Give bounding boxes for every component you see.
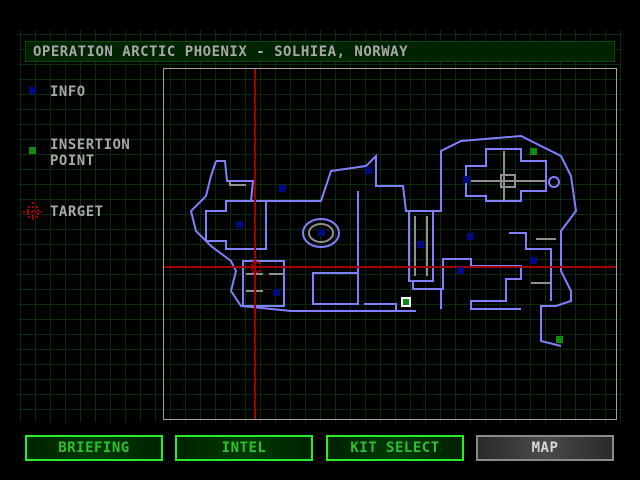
grid-background <box>18 30 622 422</box>
info-markers <box>236 167 537 296</box>
insertion-markers <box>530 148 563 343</box>
legend-insertion-line2: POINT <box>50 153 95 169</box>
briefing-button[interactable]: BRIEFING <box>25 435 163 461</box>
legend-insertion: INSERTION POINT <box>50 137 130 169</box>
legend-info: INFO <box>50 84 86 100</box>
intel-button[interactable]: INTEL <box>175 435 313 461</box>
facility-map[interactable] <box>163 68 617 420</box>
facility-interior <box>229 151 556 292</box>
insertion-legend-icon <box>29 147 36 154</box>
selected-insertion-point <box>401 297 411 307</box>
mission-title: OPERATION ARCTIC PHOENIX - SOLHIEA, NORW… <box>25 41 615 62</box>
info-legend-icon <box>29 87 36 94</box>
target-marker <box>251 261 261 273</box>
kit-select-button[interactable]: KIT SELECT <box>326 435 464 461</box>
target-legend-icon <box>23 202 43 222</box>
map-button[interactable]: MAP <box>476 435 614 461</box>
facility-walls <box>189 134 578 347</box>
legend-target: TARGET <box>50 204 104 220</box>
legend-insertion-line1: INSERTION <box>50 137 131 153</box>
